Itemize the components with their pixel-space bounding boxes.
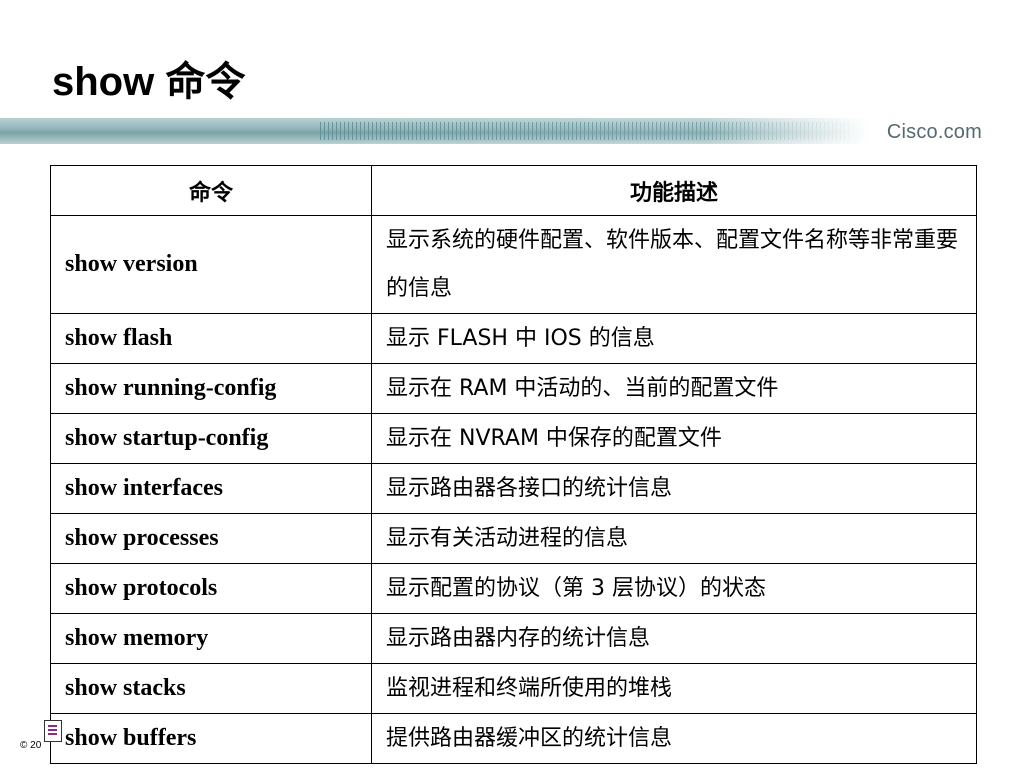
footer-copyright: © 20	[20, 740, 42, 751]
header-description: 功能描述	[371, 165, 977, 216]
description-cell: 显示路由器内存的统计信息	[371, 613, 977, 664]
table-row: show flash 显示 FLASH 中 IOS 的信息	[50, 313, 977, 364]
command-table: 命令 功能描述 show version 显示系统的硬件配置、软件版本、配置文件…	[50, 165, 977, 764]
command-cell: show protocols	[50, 563, 372, 614]
command-cell: show flash	[50, 313, 372, 364]
command-cell: show startup-config	[50, 413, 372, 464]
description-cell: 显示在 RAM 中活动的、当前的配置文件	[371, 363, 977, 414]
command-cell: show interfaces	[50, 463, 372, 514]
description-cell: 监视进程和终端所使用的堆栈	[371, 663, 977, 714]
table-row: show processes 显示有关活动进程的信息	[50, 513, 977, 564]
table-row: show version 显示系统的硬件配置、软件版本、配置文件名称等非常重要的…	[50, 215, 977, 314]
command-cell: show stacks	[50, 663, 372, 714]
table-row: show stacks 监视进程和终端所使用的堆栈	[50, 663, 977, 714]
table-row: show protocols 显示配置的协议（第 3 层协议）的状态	[50, 563, 977, 614]
banner-fade	[320, 118, 1024, 144]
slide-title: show 命令	[52, 60, 246, 104]
description-cell: 显示有关活动进程的信息	[371, 513, 977, 564]
description-cell: 显示 FLASH 中 IOS 的信息	[371, 313, 977, 364]
document-icon	[44, 720, 62, 742]
table-row: show startup-config 显示在 NVRAM 中保存的配置文件	[50, 413, 977, 464]
cisco-brand: Cisco.com	[886, 121, 982, 143]
header-command: 命令	[50, 165, 372, 216]
table-row: show interfaces 显示路由器各接口的统计信息	[50, 463, 977, 514]
description-cell: 提供路由器缓冲区的统计信息	[371, 713, 977, 764]
command-cell: show buffers	[50, 713, 372, 764]
command-cell: show running-config	[50, 363, 372, 414]
description-cell: 显示路由器各接口的统计信息	[371, 463, 977, 514]
table-row: show memory 显示路由器内存的统计信息	[50, 613, 977, 664]
table-row: show buffers 提供路由器缓冲区的统计信息	[50, 713, 977, 764]
description-cell: 显示系统的硬件配置、软件版本、配置文件名称等非常重要的信息	[371, 215, 977, 314]
description-cell: 显示在 NVRAM 中保存的配置文件	[371, 413, 977, 464]
table-row: show running-config 显示在 RAM 中活动的、当前的配置文件	[50, 363, 977, 414]
header-banner: Cisco.com	[0, 118, 1024, 144]
command-cell: show processes	[50, 513, 372, 564]
command-cell: show memory	[50, 613, 372, 664]
description-cell: 显示配置的协议（第 3 层协议）的状态	[371, 563, 977, 614]
table-header-row: 命令 功能描述	[50, 165, 977, 216]
command-cell: show version	[50, 215, 372, 314]
